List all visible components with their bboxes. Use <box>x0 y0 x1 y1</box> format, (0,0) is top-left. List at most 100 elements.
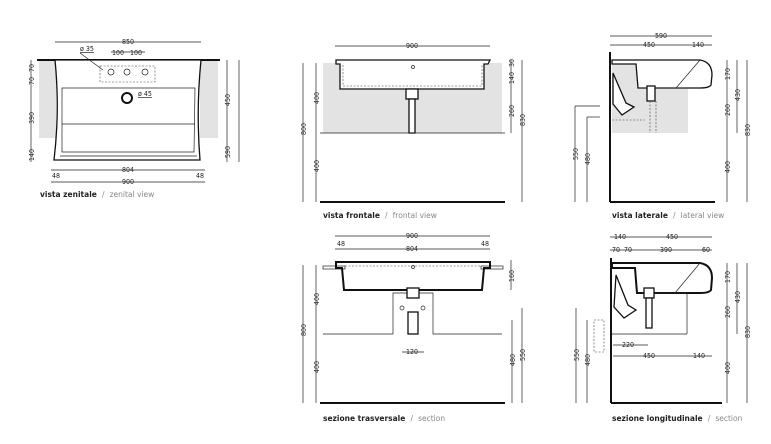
dim-label: 590 <box>224 146 232 158</box>
dim-label: 30 <box>508 59 516 67</box>
shelf-left <box>322 265 346 270</box>
dim-label: 140 <box>28 149 36 161</box>
drain-trap <box>405 88 419 100</box>
dim-label: 140 <box>508 72 516 84</box>
dim-label: 400 <box>313 92 321 104</box>
dim-label: 804 <box>122 166 134 174</box>
dim-label: 48 <box>337 240 345 248</box>
dim-label: 390 <box>660 246 672 254</box>
dim-label: 120 <box>406 348 418 356</box>
dim-label: 400 <box>724 362 732 374</box>
dim-label: 70 <box>624 246 632 254</box>
view-caption: vista zenitale / zenital view <box>40 182 154 201</box>
dim-label: 390 <box>28 112 36 124</box>
dim-label: 170 <box>724 68 732 80</box>
dim-label: 48 <box>481 240 489 248</box>
fixing-hole <box>399 305 405 311</box>
dim-label: 400 <box>313 160 321 172</box>
basin-detail <box>638 59 701 89</box>
dim-label: 140 <box>614 233 626 241</box>
dim-label: 430 <box>734 291 742 303</box>
drain-pipe <box>407 311 419 335</box>
dim-label: 100 <box>112 49 124 57</box>
lateral-view: 590 450 140 550 480 170 260 400 430 830 … <box>572 32 752 222</box>
tap-hole <box>123 68 131 76</box>
dim-label: 830 <box>744 326 752 338</box>
drain-hole <box>121 92 133 104</box>
dim-label: 480 <box>509 354 517 366</box>
dim-label: ø 35 <box>80 45 94 53</box>
transverse-section: 900 48 804 48 800 400 400 160 480 550 12… <box>300 232 527 425</box>
dim-label: 804 <box>406 245 418 253</box>
dim-label: 70 <box>28 64 36 72</box>
wall-side-left <box>39 60 56 138</box>
dim-label: 48 <box>52 172 60 180</box>
trap-pipe <box>613 274 638 319</box>
dim-label: 480 <box>584 354 592 366</box>
shelf-right <box>480 265 504 270</box>
view-caption: sezione longitudinale / section <box>612 406 743 425</box>
leader-line <box>79 52 104 71</box>
dim-label: 400 <box>313 293 321 305</box>
dim-label: 900 <box>406 232 418 240</box>
dim-label: 550 <box>572 148 580 160</box>
dim-label: 140 <box>692 41 704 49</box>
dim-label: 48 <box>196 172 204 180</box>
dim-label: 450 <box>643 352 655 360</box>
basin-hidden-line <box>342 65 483 87</box>
hidden-pipe <box>612 101 657 133</box>
dim-label: 260 <box>724 306 732 318</box>
wall-side-right <box>200 60 218 138</box>
frontal-view: 900 800 400 400 30 140 260 830 vista fro… <box>300 42 527 222</box>
basin-bowl <box>61 87 196 153</box>
dim-label: 550 <box>573 349 581 361</box>
longitudinal-section: 140 450 70 70 390 60 220 450 140 550 480… <box>573 233 752 425</box>
zenital-view: 850 ø 35 100 100 ø 45 70 70 390 140 450 … <box>28 38 240 201</box>
dim-label: 70 <box>28 77 36 85</box>
hidden-siphon <box>593 319 605 353</box>
dim-label: 60 <box>702 246 710 254</box>
view-caption: vista frontale / frontal view <box>323 203 437 222</box>
dim-label: 160 <box>508 270 516 282</box>
dim-label: 480 <box>584 153 592 165</box>
dim-label: 450 <box>666 233 678 241</box>
dim-label: 400 <box>724 161 732 173</box>
fixing-hole <box>420 305 426 311</box>
drain-trap <box>643 287 655 299</box>
drain-pipe <box>645 297 653 329</box>
tap-hole <box>141 68 149 76</box>
dim-label: 100 <box>130 49 142 57</box>
dim-label: 170 <box>724 271 732 283</box>
basin-front <box>335 59 492 90</box>
dim-label: 900 <box>406 42 418 50</box>
basin-outline <box>53 59 202 161</box>
dim-label: 430 <box>734 89 742 101</box>
dim-label: 830 <box>519 114 527 126</box>
basin-side <box>611 59 713 89</box>
dim-label: 830 <box>744 124 752 136</box>
dim-label: 850 <box>122 38 134 46</box>
view-caption: sezione trasversale / section <box>323 406 445 425</box>
view-caption: vista laterale / lateral view <box>612 203 724 222</box>
dim-label: 900 <box>122 178 134 186</box>
tap-hole <box>107 68 115 76</box>
basin-section <box>335 261 491 291</box>
dim-label: 140 <box>693 352 705 360</box>
dim-label: 450 <box>224 94 232 106</box>
overflow-hole <box>411 65 415 69</box>
dim-label: 590 <box>655 32 667 40</box>
drain-trap <box>406 287 420 299</box>
dim-label: 260 <box>508 105 516 117</box>
dim-label: 400 <box>313 361 321 373</box>
dim-label: 800 <box>300 123 308 135</box>
overflow-hole <box>411 265 415 269</box>
dim-label: 70 <box>612 246 620 254</box>
dim-label: 260 <box>724 104 732 116</box>
dim-label: 550 <box>519 349 527 361</box>
basin-section <box>611 262 714 294</box>
trap-pipe <box>612 72 636 116</box>
drain-pipe <box>408 98 416 134</box>
tap-plate <box>99 65 156 83</box>
drain-trap <box>646 85 656 102</box>
